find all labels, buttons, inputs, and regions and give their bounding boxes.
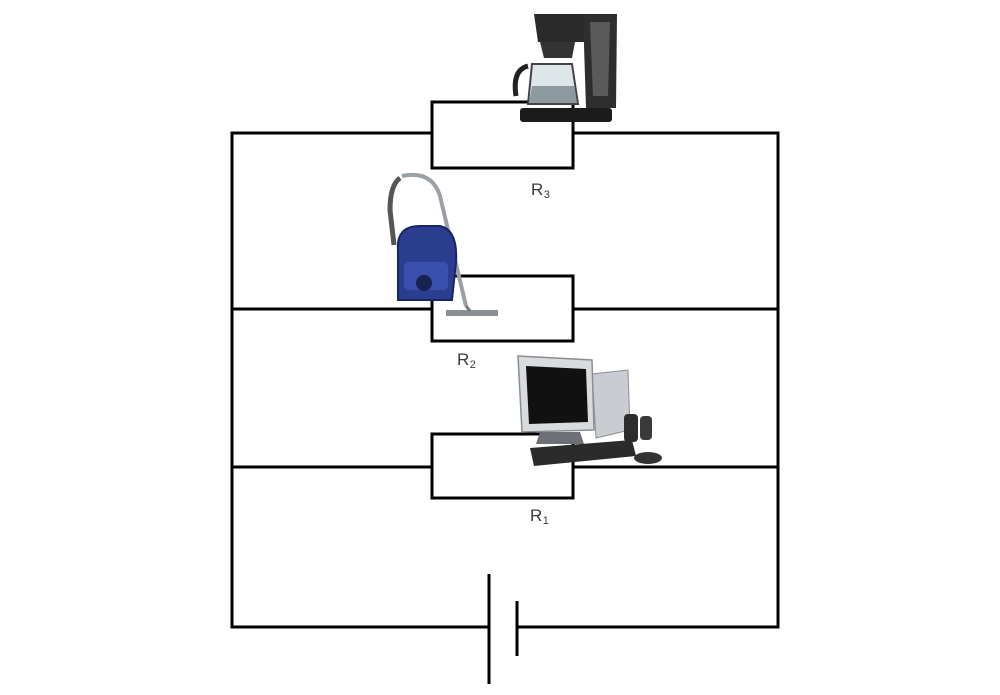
resistor-r2 <box>430 274 575 343</box>
label-r3-letter: R <box>531 180 544 199</box>
label-r2-index: 2 <box>469 359 477 371</box>
label-r1-letter: R <box>530 506 543 525</box>
vacuum-cleaner-icon <box>387 173 498 316</box>
battery-icon <box>487 574 519 684</box>
label-r1: R1 <box>530 506 549 527</box>
coffee-maker-icon <box>512 14 617 122</box>
label-r3-index: 3 <box>543 189 551 201</box>
label-r2-letter: R <box>457 350 470 369</box>
label-r1-index: 1 <box>542 515 550 527</box>
resistor-r1 <box>430 432 575 500</box>
label-r2: R2 <box>457 350 476 371</box>
circuit-wires <box>230 131 780 629</box>
label-r3: R3 <box>531 180 550 201</box>
computer-icon <box>517 355 662 466</box>
